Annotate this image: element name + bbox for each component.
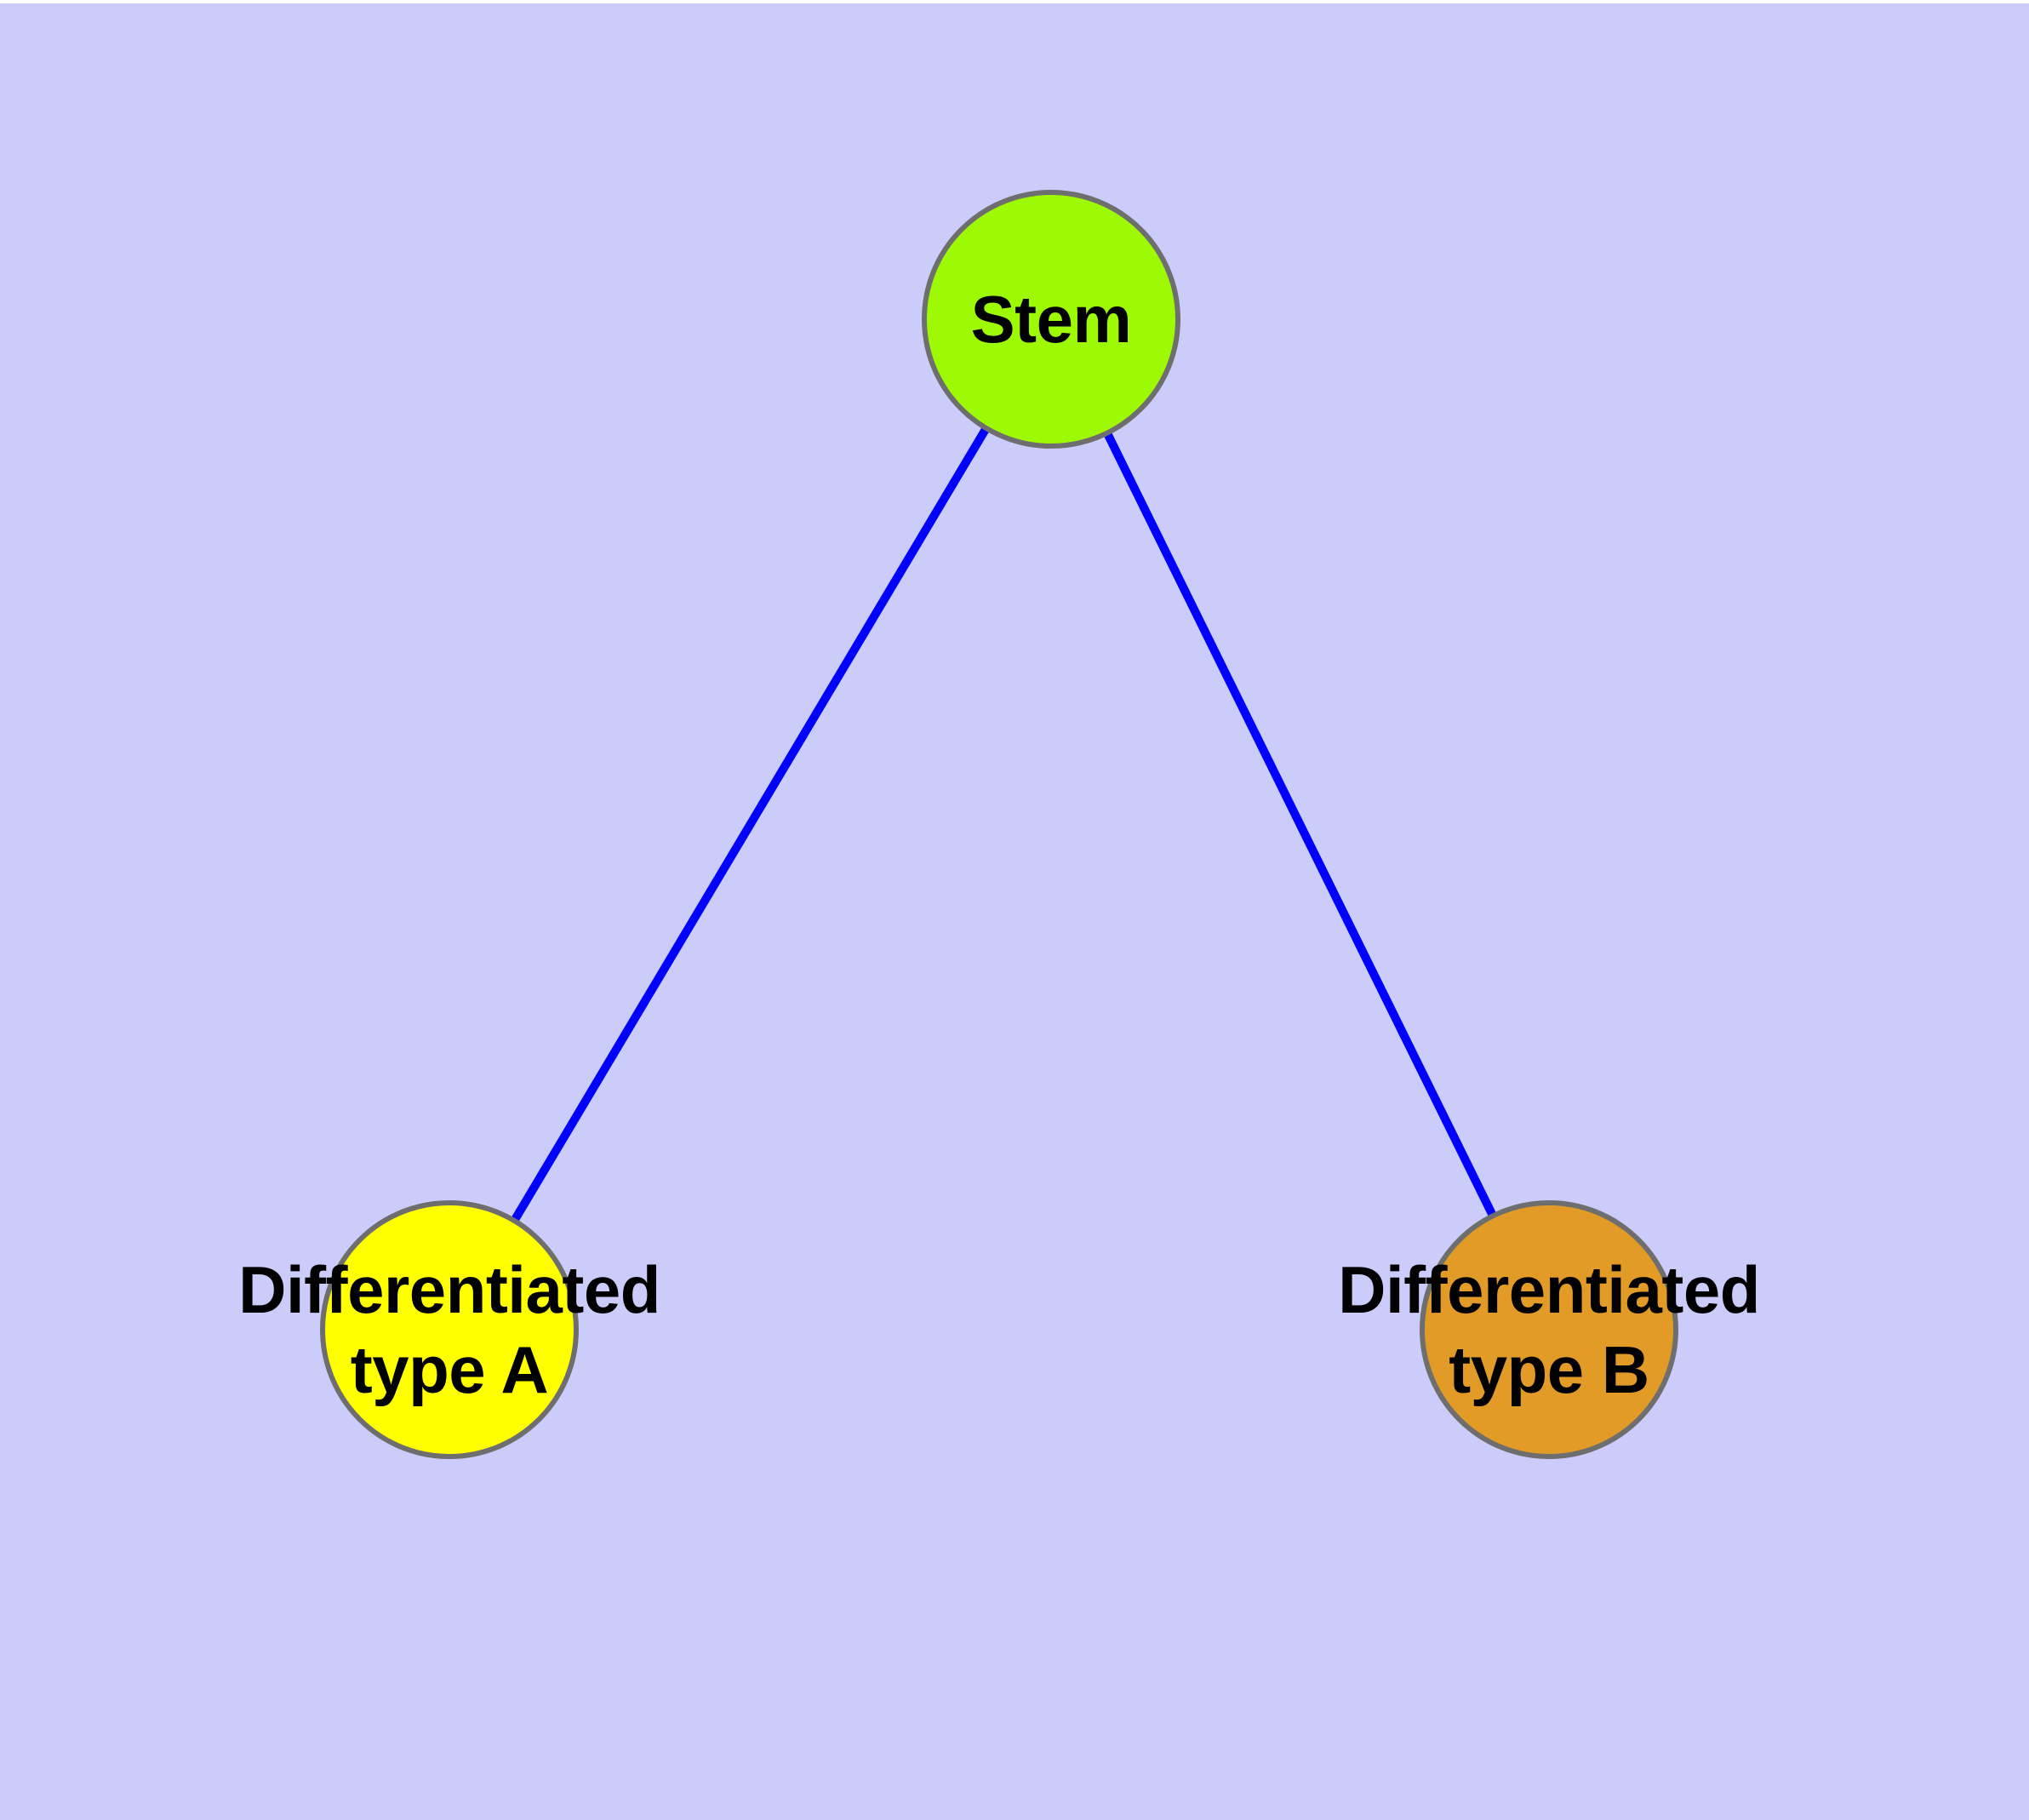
- edge-stem-to-differentiated-type-b[interactable]: [1047, 317, 1553, 1332]
- canvas-top-edge-strip: [0, 0, 2029, 3]
- node-differentiated-type-a[interactable]: [320, 1200, 579, 1459]
- edge-stem-to-differentiated-type-a[interactable]: [445, 317, 1055, 1332]
- node-differentiated-type-b[interactable]: [1420, 1200, 1678, 1459]
- node-stem[interactable]: [922, 190, 1180, 449]
